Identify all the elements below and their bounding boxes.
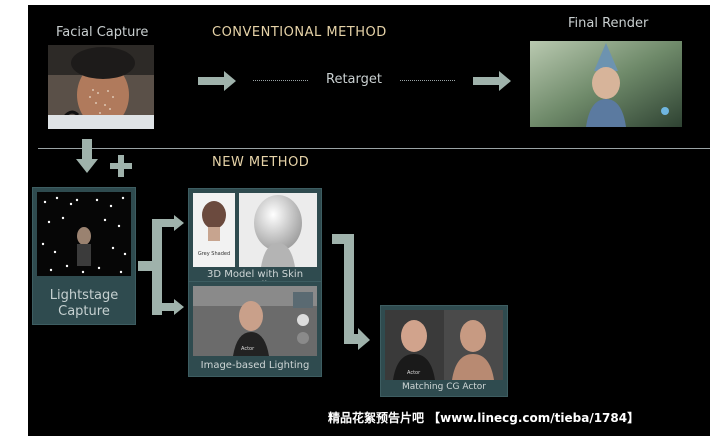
matching-caption: Matching CG Actor — [401, 382, 487, 392]
conventional-method-title: CONVENTIONAL METHOD — [212, 25, 387, 40]
ibl-actor-image — [193, 286, 317, 356]
matching-actor-label: Actor — [407, 370, 421, 376]
lightstage-label-line2: Capture — [58, 304, 110, 319]
skin-details-panel: Grey Shaded 3D Model with Skin Details — [188, 188, 322, 291]
lightstage-label-line1: Lightstage — [49, 288, 119, 303]
matching-cg-panel: Actor Matching CG Actor — [380, 305, 508, 397]
slide: Facial Capture CONVENTIONAL METHOD Retar… — [28, 5, 710, 436]
bald-head-render-image — [239, 193, 317, 267]
arrow-right-icon — [198, 71, 236, 91]
ibl-photo: Actor — [193, 286, 317, 356]
matching-cg-photo: Actor — [385, 310, 503, 380]
facial-capture-photo — [48, 45, 154, 129]
retarget-label: Retarget — [326, 72, 382, 87]
arrow-right-icon — [473, 71, 511, 91]
actor-comparison-image — [385, 310, 503, 380]
plus-icon — [110, 155, 132, 177]
arrow-down-icon — [76, 139, 98, 173]
facial-capture-label: Facial Capture — [56, 25, 149, 40]
grey-shaded-thumb: Grey Shaded — [193, 193, 235, 267]
retarget-dotted-line-left — [253, 80, 308, 81]
lightstage-image — [37, 192, 131, 276]
watermark-text: 精品花絮预告片吧 【www.linecg.com/tieba/1784】 — [328, 411, 640, 425]
section-divider — [38, 148, 710, 149]
ibl-panel: Actor Image-based Lighting — [188, 281, 322, 377]
ibl-actor-label: Actor — [241, 346, 255, 352]
final-render-label: Final Render — [568, 16, 649, 31]
final-render-image — [530, 41, 682, 127]
grey-shaded-head-image — [193, 193, 235, 267]
final-render-photo — [530, 41, 682, 127]
lightstage-photo — [37, 192, 131, 276]
bracket-split-icon — [138, 215, 184, 315]
new-method-title: NEW METHOD — [212, 155, 310, 170]
lightstage-panel: Lightstage Capture — [32, 187, 136, 325]
grey-shaded-label: Grey Shaded — [197, 251, 231, 257]
face-capture-image — [48, 45, 154, 129]
skin-details-render — [239, 193, 317, 267]
bracket-merge-icon — [332, 234, 370, 350]
retarget-dotted-line-right — [400, 80, 455, 81]
ibl-caption: Image-based Lighting — [200, 360, 310, 371]
